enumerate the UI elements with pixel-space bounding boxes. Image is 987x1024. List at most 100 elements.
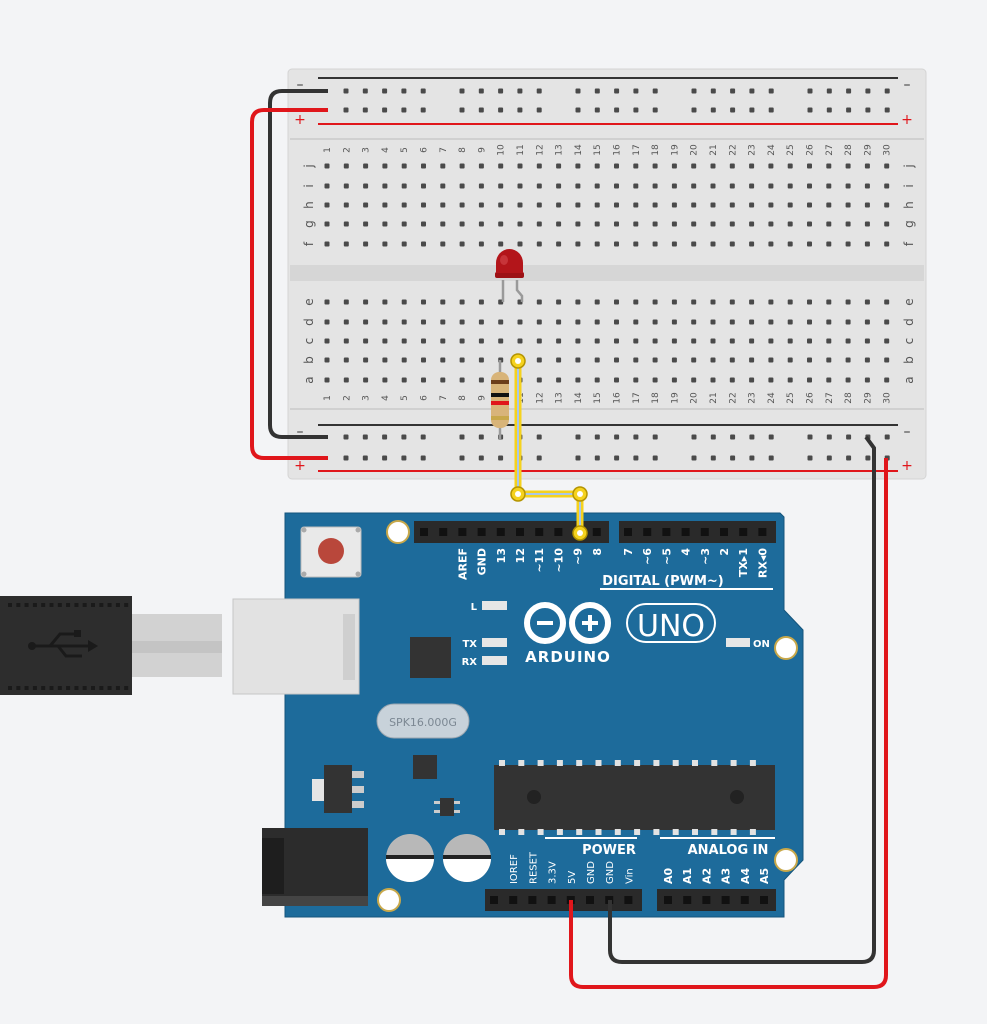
- power-rail-hole[interactable]: [575, 107, 581, 113]
- power-rail-hole[interactable]: [749, 434, 755, 440]
- power-rail-hole[interactable]: [536, 455, 542, 461]
- breadboard-hole[interactable]: [594, 202, 600, 208]
- breadboard-hole[interactable]: [807, 319, 812, 325]
- breadboard-hole[interactable]: [594, 221, 600, 227]
- power-rail-hole[interactable]: [498, 107, 504, 113]
- breadboard-hole[interactable]: [459, 163, 465, 169]
- breadboard-hole[interactable]: [671, 241, 677, 247]
- breadboard-hole[interactable]: [787, 357, 793, 363]
- breadboard-hole[interactable]: [864, 221, 870, 227]
- breadboard-hole[interactable]: [710, 319, 716, 325]
- breadboard-hole[interactable]: [787, 202, 793, 208]
- breadboard-hole[interactable]: [556, 357, 562, 363]
- breadboard-hole[interactable]: [363, 163, 369, 169]
- breadboard-hole[interactable]: [575, 319, 581, 325]
- breadboard-hole[interactable]: [536, 338, 542, 344]
- breadboard-hole[interactable]: [826, 319, 832, 325]
- power-rail-hole[interactable]: [884, 434, 890, 440]
- breadboard-hole[interactable]: [710, 338, 716, 344]
- breadboard-hole[interactable]: [401, 319, 407, 325]
- breadboard-hole[interactable]: [556, 377, 562, 383]
- breadboard-hole[interactable]: [401, 357, 407, 363]
- power-rail-hole[interactable]: [536, 107, 542, 113]
- breadboard-hole[interactable]: [498, 338, 504, 344]
- header-pin[interactable]: [490, 896, 498, 904]
- breadboard-hole[interactable]: [614, 163, 619, 169]
- breadboard-hole[interactable]: [556, 241, 562, 247]
- power-rail-hole[interactable]: [884, 88, 890, 94]
- power-rail-hole[interactable]: [652, 107, 658, 113]
- power-rail-hole[interactable]: [749, 88, 755, 94]
- power-rail-hole[interactable]: [730, 434, 736, 440]
- power-rail-hole[interactable]: [846, 434, 852, 440]
- power-rail-hole[interactable]: [362, 107, 368, 113]
- header-pin[interactable]: [516, 528, 524, 536]
- breadboard-hole[interactable]: [594, 319, 600, 325]
- breadboard-hole[interactable]: [575, 377, 581, 383]
- wire-yellow-pin9[interactable]: [510, 353, 588, 541]
- power-rail-hole[interactable]: [478, 455, 484, 461]
- breadboard-hole[interactable]: [440, 338, 446, 344]
- power-rail-hole[interactable]: [498, 455, 504, 461]
- breadboard-hole[interactable]: [421, 221, 426, 227]
- breadboard-hole[interactable]: [614, 299, 619, 305]
- breadboard-hole[interactable]: [671, 338, 677, 344]
- breadboard-hole[interactable]: [363, 319, 369, 325]
- breadboard-hole[interactable]: [517, 163, 523, 169]
- breadboard-hole[interactable]: [440, 299, 446, 305]
- breadboard-hole[interactable]: [768, 241, 774, 247]
- header-pin[interactable]: [664, 896, 672, 904]
- breadboard-hole[interactable]: [787, 299, 793, 305]
- header-pin[interactable]: [528, 896, 537, 904]
- power-rail-hole[interactable]: [884, 107, 890, 113]
- power-rail-hole[interactable]: [768, 107, 774, 113]
- breadboard-hole[interactable]: [749, 357, 755, 363]
- breadboard-hole[interactable]: [517, 319, 523, 325]
- breadboard-hole[interactable]: [633, 319, 639, 325]
- breadboard-hole[interactable]: [382, 377, 388, 383]
- power-rail-hole[interactable]: [401, 107, 407, 113]
- breadboard-hole[interactable]: [324, 299, 330, 305]
- power-rail-hole[interactable]: [420, 88, 426, 94]
- breadboard-hole[interactable]: [710, 202, 716, 208]
- breadboard-hole[interactable]: [884, 202, 890, 208]
- breadboard-hole[interactable]: [729, 221, 735, 227]
- header-pin[interactable]: [624, 528, 632, 536]
- digital-header-left[interactable]: [414, 521, 609, 543]
- dc-power-jack[interactable]: [262, 828, 368, 906]
- breadboard-hole[interactable]: [671, 377, 677, 383]
- breadboard-hole[interactable]: [459, 299, 465, 305]
- breadboard-hole[interactable]: [864, 377, 870, 383]
- power-rail-hole[interactable]: [730, 107, 736, 113]
- power-rail-hole[interactable]: [865, 455, 871, 461]
- breadboard-hole[interactable]: [401, 241, 407, 247]
- breadboard-hole[interactable]: [382, 183, 388, 189]
- breadboard-hole[interactable]: [536, 183, 542, 189]
- breadboard-hole[interactable]: [864, 163, 870, 169]
- breadboard-hole[interactable]: [787, 319, 793, 325]
- power-rail-hole[interactable]: [710, 88, 716, 94]
- power-rail-hole[interactable]: [459, 455, 465, 461]
- power-rail-hole[interactable]: [691, 107, 697, 113]
- power-rail-hole[interactable]: [362, 88, 368, 94]
- breadboard-hole[interactable]: [710, 221, 716, 227]
- breadboard-hole[interactable]: [440, 241, 446, 247]
- breadboard-hole[interactable]: [401, 299, 407, 305]
- power-rail-hole[interactable]: [478, 434, 484, 440]
- power-rail-hole[interactable]: [826, 434, 832, 440]
- header-pin[interactable]: [496, 528, 505, 536]
- power-rail-hole[interactable]: [459, 88, 465, 94]
- breadboard-hole[interactable]: [749, 299, 755, 305]
- breadboard-hole[interactable]: [517, 183, 523, 189]
- power-rail-hole[interactable]: [633, 455, 639, 461]
- breadboard-hole[interactable]: [768, 377, 774, 383]
- power-rail-hole[interactable]: [382, 107, 388, 113]
- breadboard-hole[interactable]: [382, 241, 388, 247]
- breadboard-hole[interactable]: [633, 202, 639, 208]
- power-rail-hole[interactable]: [594, 455, 600, 461]
- breadboard-hole[interactable]: [459, 377, 465, 383]
- power-rail-hole[interactable]: [401, 88, 407, 94]
- breadboard-hole[interactable]: [845, 338, 851, 344]
- breadboard-hole[interactable]: [652, 357, 658, 363]
